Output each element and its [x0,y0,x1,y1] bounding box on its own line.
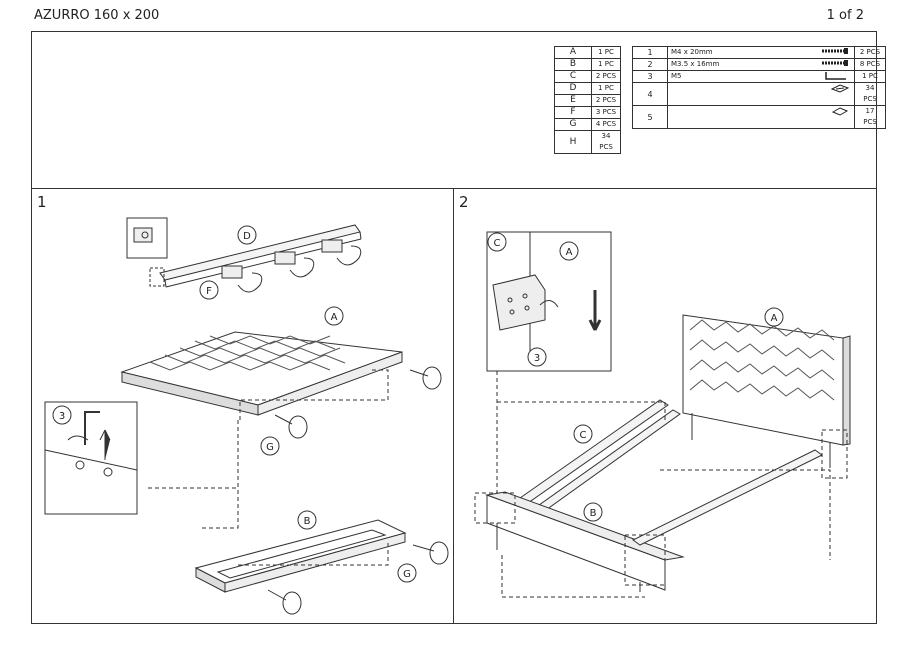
hardware-qty: 17 PCS [854,105,886,129]
callout-a-2: A [566,247,573,258]
callout-b-2: B [590,508,597,519]
footboard-frame-b [194,519,407,593]
callout-c-2: C [580,430,587,441]
hardware-row: 1 M4 x 20mm 2 PCS [632,46,886,59]
callout-g-2: G [403,569,411,580]
slat-holder-icon [830,83,850,98]
callout-g: G [266,442,274,453]
page-number: 1 of 2 [826,8,864,23]
part-letter: H [554,130,592,154]
rail-detail-box [126,217,168,259]
hardware-number: 5 [632,105,668,129]
document-title: AZURRO 160 x 200 [34,8,160,23]
hardware-desc: M5 [671,72,682,80]
screw-icon [820,47,850,59]
parts-row: E 2 PCS [554,94,621,107]
hardware-row: 3 M5 1 PC [632,70,886,85]
bracket-detail-box [486,231,612,372]
callout-a: A [331,312,338,323]
hardware-row: 5 17 PCS [632,105,886,129]
hardware-row: 4 34 PCS [632,82,886,106]
callouts-step1 [52,225,784,583]
callout-d: D [243,231,251,242]
callout-3: 3 [59,411,65,422]
cap-icon [830,106,850,121]
callout-a-3: A [771,313,778,324]
hardware-desc-cell [667,82,855,106]
callout-3-2: 3 [534,353,540,364]
side-rail-d [159,224,362,288]
headboard-panel-a [120,331,403,416]
allen-key-detail-box [44,401,138,515]
callout-c: C [494,238,501,249]
hardware-desc: M4 x 20mm [671,48,713,56]
parts-row: H 34 PCS [554,130,621,154]
hardware-desc-cell [667,105,855,129]
allen-key-icon [820,71,850,85]
divider-vertical [453,188,454,624]
callout-b: B [304,516,311,527]
instruction-frame [31,31,877,624]
parts-row: F 3 PCS [554,106,621,119]
bracket-f-group [221,239,362,293]
divider-horizontal [31,188,877,189]
callout-f: F [206,286,212,297]
headboard-a-step2 [682,314,851,468]
step-number-2: 2 [459,193,469,211]
step-number-1: 1 [37,193,47,211]
hardware-desc: M3.5 x 16mm [671,60,720,68]
part-qty: 34 PCS [591,130,621,154]
screw-icon [820,59,850,71]
